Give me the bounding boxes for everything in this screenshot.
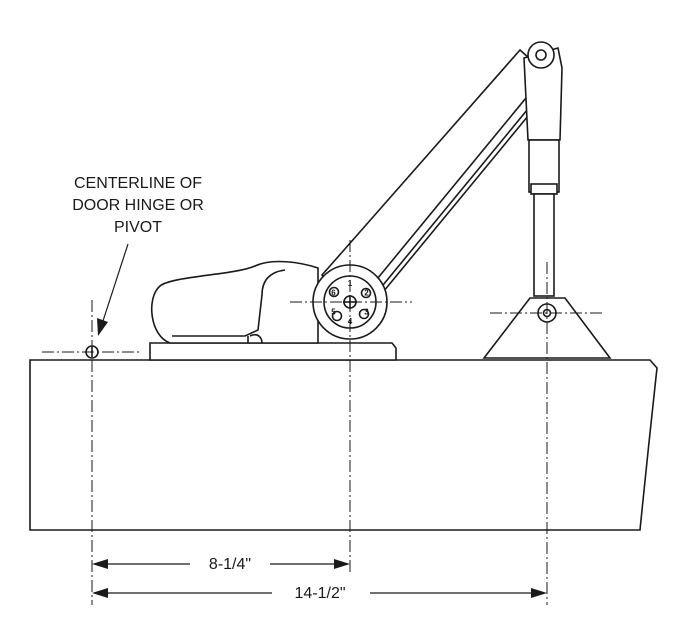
closer-body-step xyxy=(247,333,263,344)
dimension-short: 8-1/4" xyxy=(92,556,350,573)
closer-pivot-adjust-holes xyxy=(328,286,372,322)
callout-arrow-head xyxy=(97,318,108,336)
hinge-callout-label: CENTERLINE OF DOOR HINGE OR PIVOT xyxy=(72,175,204,236)
closer-body xyxy=(151,260,319,344)
forearm-rod xyxy=(533,193,555,297)
dimension-short-label: 8-1/4" xyxy=(209,556,251,573)
door-frame-body xyxy=(29,359,658,531)
callout-arrow-line xyxy=(101,243,129,325)
callout-line-1: CENTERLINE OF xyxy=(74,175,202,192)
pivot-number: 2 xyxy=(364,289,369,298)
forearm-sleeve-band xyxy=(530,183,558,195)
pivot-number: 5 xyxy=(331,308,336,317)
pivot-number: 3 xyxy=(364,308,369,317)
dimension-long: 14-1/2" xyxy=(92,585,547,602)
arm-elbow-joint xyxy=(527,41,555,69)
callout-line-3: PIVOT xyxy=(114,219,162,236)
dimension-long-label: 14-1/2" xyxy=(294,585,345,602)
pivot-number: 6 xyxy=(331,289,336,298)
callout-line-2: DOOR HINGE OR xyxy=(72,197,204,214)
arm-elbow-pin xyxy=(535,49,547,61)
closer-body-contour xyxy=(172,269,286,337)
closer-mounting-plate xyxy=(149,342,397,361)
